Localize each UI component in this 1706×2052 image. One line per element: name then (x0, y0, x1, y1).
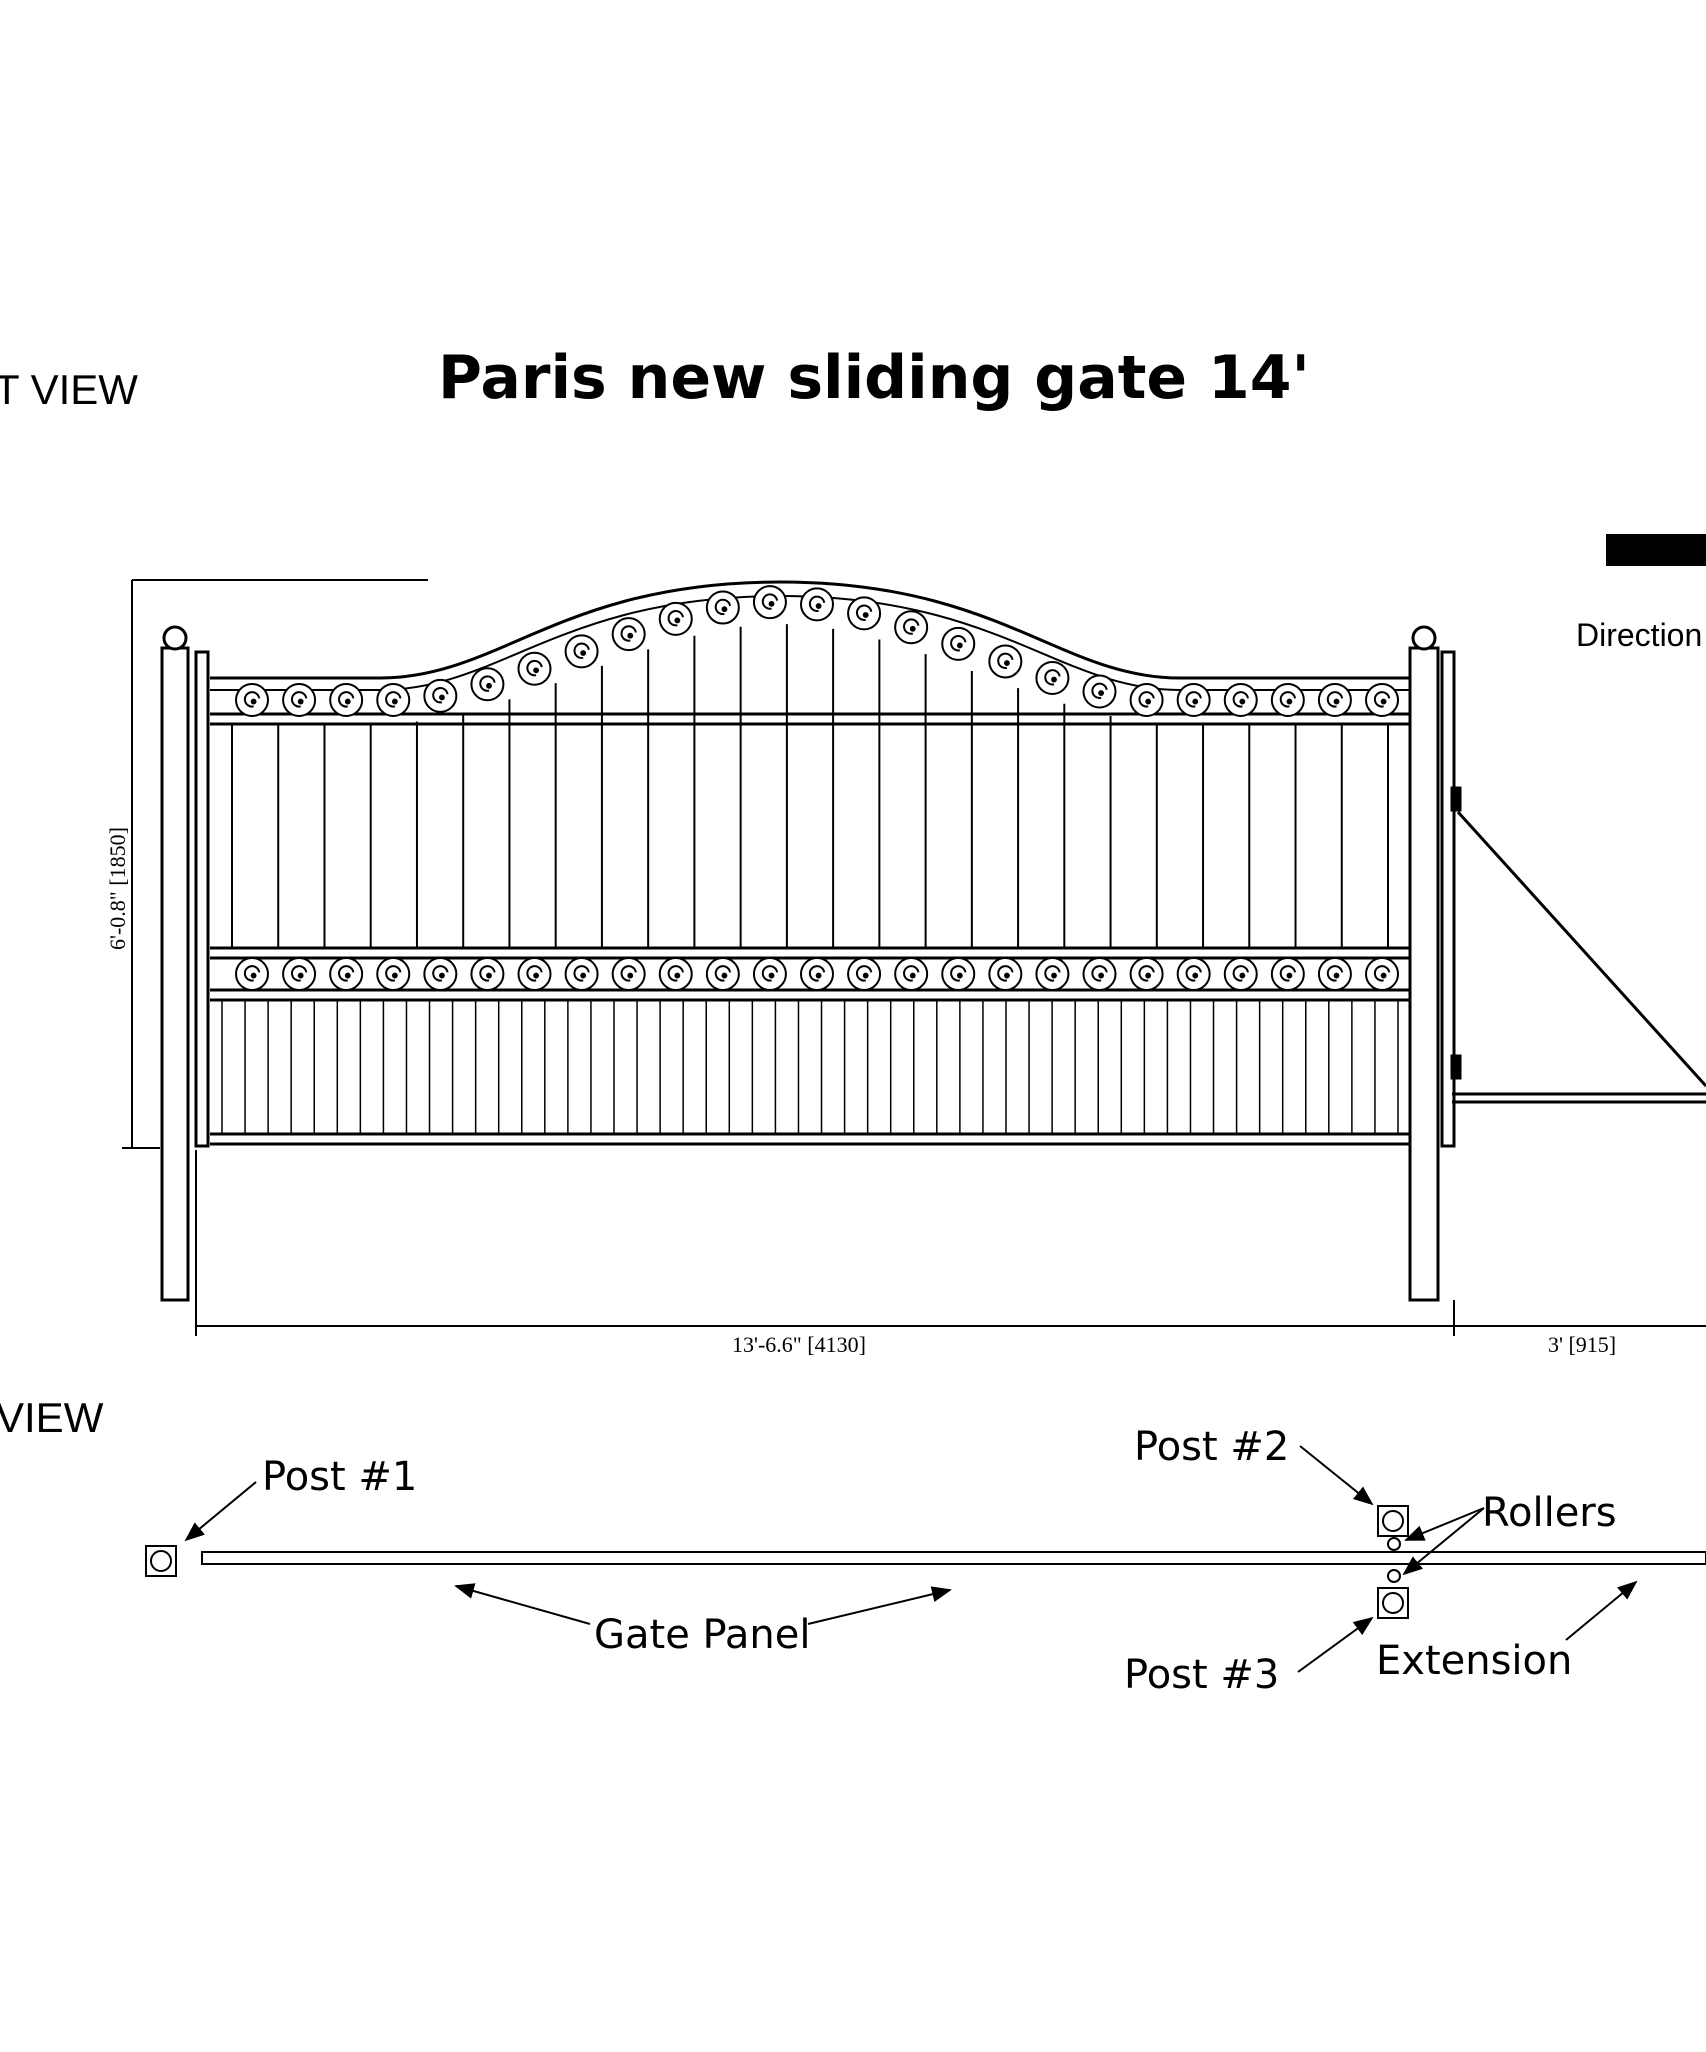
extension-dimension-text: 3' [915] (1548, 1332, 1616, 1357)
width-dimension-text: 13'-6.6" [4130] (732, 1332, 866, 1357)
gate-arch-top (210, 580, 1410, 680)
scroll-ornament (329, 957, 364, 991)
scroll-ornament (941, 626, 976, 661)
scroll-ornament (1176, 957, 1211, 991)
scroll-ornament (564, 957, 599, 991)
scroll-ornament (894, 610, 929, 645)
height-dimension-text: 6'-0.8" [1850] (105, 827, 130, 950)
direction-label: Direction (1576, 617, 1702, 653)
drawing-title: Paris new sliding gate 14' (438, 343, 1310, 413)
post-2-front (1408, 625, 1456, 1302)
top-view (145, 1505, 1706, 1619)
scroll-ornament (1035, 957, 1070, 991)
roller-bottom (1387, 1569, 1401, 1583)
scroll-ornament (705, 590, 740, 625)
extension-label: Extension (1376, 1638, 1572, 1684)
front-view-label: T VIEW (0, 366, 138, 413)
scroll-ornament (611, 617, 646, 652)
scroll-ornament (988, 644, 1023, 679)
gate-scroll-row-top (235, 585, 1399, 717)
scroll-ornament (1176, 683, 1211, 717)
scroll-ornament (1082, 674, 1117, 709)
scroll-ornament (658, 601, 693, 636)
scroll-ornament (1223, 957, 1258, 991)
scroll-ornament (800, 957, 834, 991)
scroll-ornament (235, 683, 269, 717)
scroll-ornament (611, 957, 646, 991)
scroll-ornament (847, 957, 882, 991)
gate-scroll-row-middle (235, 957, 1399, 991)
gate-panel-top (201, 1551, 1706, 1565)
scroll-ornament (1270, 957, 1305, 991)
scroll-ornament (941, 957, 976, 991)
scroll-ornament (235, 957, 269, 991)
scroll-ornament (470, 667, 505, 702)
gate-vertical-bars (231, 624, 1389, 948)
scroll-ornament (376, 957, 411, 991)
scroll-ornament (1317, 683, 1352, 717)
scroll-ornament (752, 957, 787, 991)
scroll-ornament (1365, 957, 1399, 991)
rollers-label: Rollers (1482, 1490, 1617, 1536)
scroll-ornament (1129, 683, 1164, 717)
scroll-ornament (752, 585, 787, 620)
scroll-ornament (1270, 683, 1305, 717)
post-3-label: Post #3 (1124, 1652, 1279, 1698)
gate-panel-label: Gate Panel (594, 1612, 810, 1658)
top-view-label: VIEW (0, 1394, 104, 1441)
post-1-label: Post #1 (262, 1454, 417, 1500)
scroll-ornament (329, 683, 364, 717)
gate-panel-front (210, 580, 1410, 1146)
extension-frame (1450, 786, 1706, 1104)
scroll-ornament (517, 957, 552, 991)
scroll-ornament (894, 957, 929, 991)
scroll-ornament (847, 596, 882, 631)
leader-lines (184, 1445, 1638, 1673)
scroll-ornament (1035, 660, 1070, 695)
scroll-ornament (1082, 957, 1117, 991)
scroll-ornament (470, 957, 505, 991)
scroll-ornament (517, 651, 552, 686)
scroll-ornament (800, 587, 834, 622)
height-dimension (122, 579, 428, 1149)
width-dimension (195, 1150, 1706, 1336)
scroll-ornament (282, 683, 317, 717)
direction-arrow-bar (1606, 534, 1706, 566)
scroll-ornament (705, 957, 740, 991)
roller-top (1387, 1537, 1401, 1551)
gate-lower-pickets (221, 1000, 1399, 1134)
scroll-ornament (658, 957, 693, 991)
post-1-front (160, 625, 210, 1302)
scroll-ornament (564, 634, 599, 669)
scroll-ornament (423, 678, 458, 713)
scroll-ornament (423, 957, 458, 991)
scroll-ornament (282, 957, 317, 991)
scroll-ornament (1317, 957, 1352, 991)
scroll-ornament (1365, 683, 1399, 717)
scroll-ornament (988, 957, 1023, 991)
scroll-ornament (1223, 683, 1258, 717)
post-2-label: Post #2 (1134, 1424, 1289, 1470)
scroll-ornament (1129, 957, 1164, 991)
scroll-ornament (376, 683, 411, 717)
